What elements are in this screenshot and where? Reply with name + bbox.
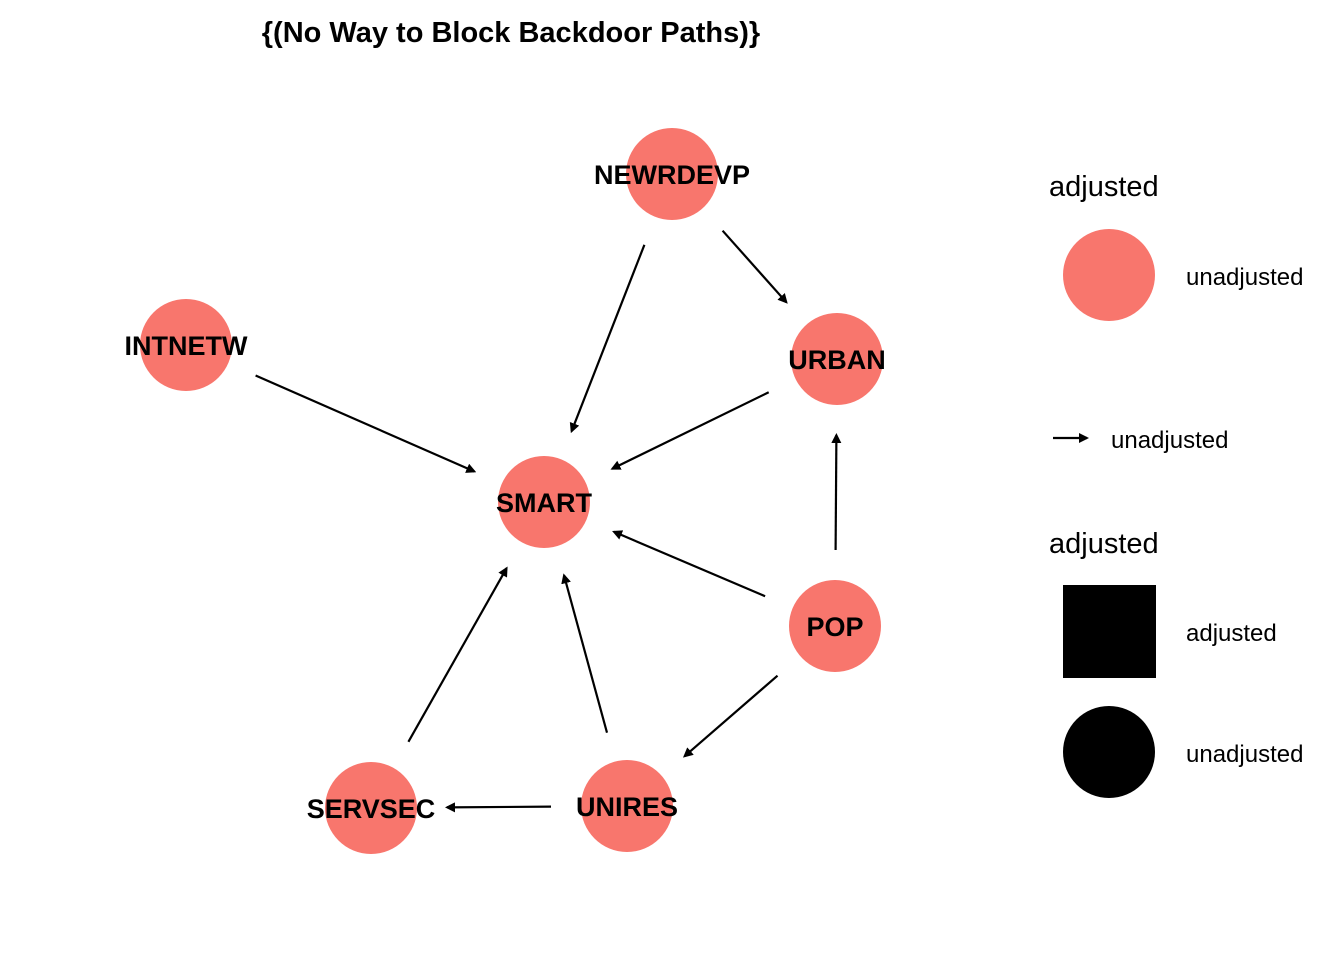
edge-intnetw-to-smart [255, 374, 477, 473]
node-urban: URBAN [788, 313, 886, 405]
legend-fill-swatch-circle [1063, 229, 1155, 321]
legend-fill-title: adjusted [1049, 171, 1159, 203]
node-label-servsec: SERVSEC [307, 794, 436, 824]
edge-unires-to-servsec [445, 802, 552, 813]
node-circle-servsec [325, 762, 417, 854]
node-label-smart: SMART [496, 488, 592, 518]
node-label-newrdevp: NEWRDEVP [594, 160, 750, 190]
node-circle-intnetw [140, 299, 232, 391]
node-circle-smart [498, 456, 590, 548]
legend-shape-item-adjusted: adjusted [1186, 620, 1277, 647]
node-circle-pop [789, 580, 881, 672]
edge-pop-to-urban [831, 433, 842, 551]
legend-fill-item-label: unadjusted [1186, 264, 1303, 291]
node-smart: SMART [496, 456, 592, 548]
legend-edge-item-label: unadjusted [1111, 427, 1228, 454]
legend-shape-square [1063, 585, 1156, 678]
legend-shape-item-unadjusted: unadjusted [1186, 741, 1303, 768]
legend-shape-circle [1063, 706, 1155, 798]
node-servsec: SERVSEC [307, 762, 436, 854]
node-label-pop: POP [806, 612, 863, 642]
node-intnetw: INTNETW [125, 299, 248, 391]
legend: adjusted unadjusted unadjusted adjusted … [1049, 171, 1303, 798]
legend-shape-title: adjusted [1049, 528, 1159, 560]
edge-urban-to-smart [610, 391, 770, 470]
node-label-intnetw: INTNETW [125, 331, 248, 361]
edge-newrdevp-to-smart [569, 244, 646, 434]
node-unires: UNIRES [576, 760, 678, 852]
node-circle-urban [791, 313, 883, 405]
nodes-layer: NEWRDEVP INTNETW URBAN SMART POP SERVSEC UNIRE… [125, 128, 886, 854]
node-label-urban: URBAN [788, 345, 886, 375]
node-newrdevp: NEWRDEVP [594, 128, 750, 220]
node-circle-unires [581, 760, 673, 852]
edge-pop-to-unires [682, 674, 779, 758]
edge-servsec-to-smart [407, 566, 508, 743]
edge-pop-to-smart [612, 530, 766, 598]
node-circle-newrdevp [626, 128, 718, 220]
edge-unires-to-smart [561, 573, 609, 733]
edge-newrdevp-to-urban [721, 229, 788, 304]
diagram-title: {(No Way to Block Backdoor Paths)} [262, 17, 760, 49]
node-pop: POP [789, 580, 881, 672]
node-label-unires: UNIRES [576, 792, 678, 822]
edges-layer [255, 229, 842, 813]
